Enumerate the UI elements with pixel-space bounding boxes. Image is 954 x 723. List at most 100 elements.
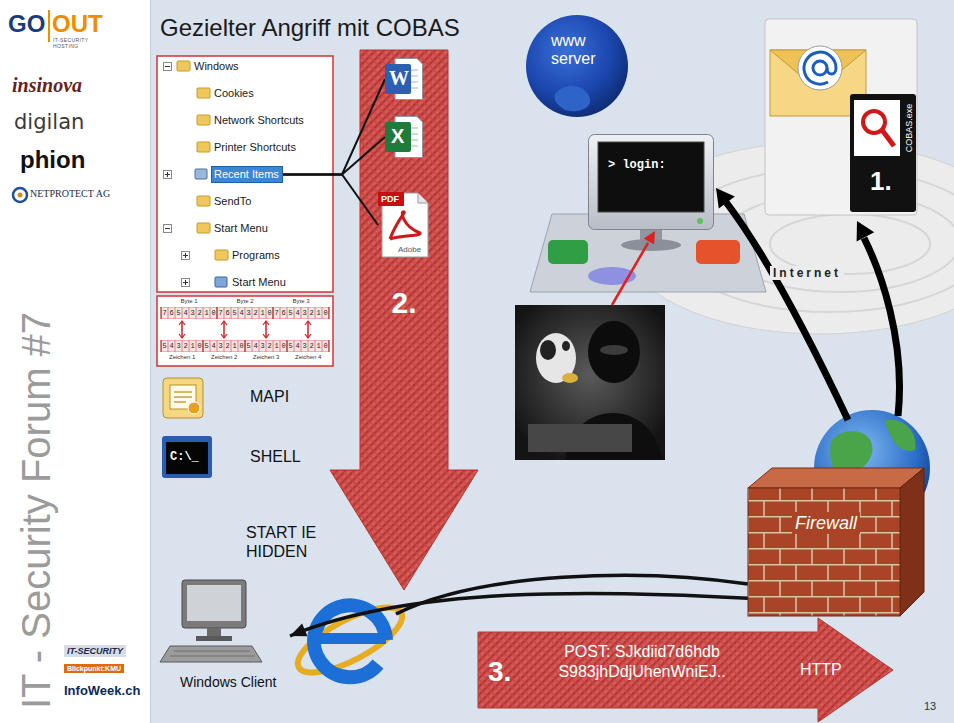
arrowhead xyxy=(290,623,308,636)
tree-panel xyxy=(215,277,227,287)
wall-front xyxy=(748,488,900,616)
hacker-photo xyxy=(562,373,578,383)
highlight-box xyxy=(212,167,283,183)
vertical-banner: IT - Security Forum #7 xyxy=(14,311,59,708)
at-sign xyxy=(813,61,827,75)
server-desk xyxy=(548,240,588,264)
logo-text: OUT xyxy=(52,10,103,38)
pc-monitor xyxy=(182,580,246,628)
executable-window xyxy=(854,100,900,156)
file-name: COBAS.exe xyxy=(904,104,914,153)
mapi-icon xyxy=(188,402,200,414)
bit-index: 76543210 xyxy=(162,308,218,318)
windows-client-pc: Windows Client xyxy=(160,578,290,700)
excel-icon: X xyxy=(385,116,423,158)
network-label: Internet xyxy=(770,266,844,280)
tree-panel xyxy=(183,253,188,258)
logo-subtitle: IT-SECURITY HOSTING xyxy=(53,37,99,49)
document-page xyxy=(382,193,428,257)
shell-icon xyxy=(166,442,208,474)
tree-item-text: Programs xyxy=(232,248,280,262)
word-icon: W xyxy=(385,58,423,100)
shell-icon xyxy=(162,436,212,478)
tree-panel xyxy=(195,169,207,179)
connector xyxy=(283,137,385,175)
logo-text: GO xyxy=(8,10,45,38)
char-caption: Zeichen 2 xyxy=(211,354,237,361)
wall-side xyxy=(900,468,924,616)
tree-item-text: Recent Items xyxy=(214,167,279,181)
app-letter: W xyxy=(389,67,409,89)
firewall-wall-shape xyxy=(748,468,924,616)
globe xyxy=(526,15,628,117)
server-desk xyxy=(696,240,740,264)
connector-line xyxy=(283,79,385,175)
app-letter: X xyxy=(391,125,404,147)
logo-text: phion xyxy=(20,146,85,174)
step-arrow xyxy=(330,50,478,590)
byte-diagram xyxy=(157,296,333,366)
logo-graphics xyxy=(48,10,50,42)
pc-keys xyxy=(170,651,255,656)
logo-text: Blickpunkt:KMU xyxy=(64,664,124,673)
hacker-photo xyxy=(562,341,570,351)
byte-header: Byte 2 xyxy=(237,298,254,305)
email-attachment-icon: 1.COBAS.exe xyxy=(762,16,922,218)
bit-index: 543210 xyxy=(204,341,246,351)
pc-screen xyxy=(187,585,241,621)
tree-panel xyxy=(182,279,190,287)
internet-cloud xyxy=(770,214,930,274)
pc-caption: Windows Client xyxy=(180,674,276,691)
tree-panel xyxy=(164,225,172,233)
traffic-arrow xyxy=(716,188,735,208)
char-caption: Zeichen 3 xyxy=(253,354,279,361)
bit-index: 543210 xyxy=(162,341,204,351)
tree-item-text: Cookies xyxy=(214,86,254,100)
hacker-photo xyxy=(515,305,665,460)
earth-globe xyxy=(885,420,915,451)
logo-text: IT-SECURITY xyxy=(64,645,126,657)
hacker-photo xyxy=(588,321,640,383)
logo-graphics xyxy=(13,10,49,202)
mapi-icon xyxy=(163,378,203,418)
logo-graphics xyxy=(18,193,23,198)
logo-column xyxy=(0,0,150,723)
tree-panel xyxy=(165,228,170,229)
callout-number: 3. xyxy=(488,656,511,688)
traffic-arrow xyxy=(857,221,875,242)
byte-diagram xyxy=(157,296,333,366)
step-note: START IE HIDDEN xyxy=(246,523,332,561)
monitor-frame xyxy=(589,135,714,230)
intrusion-line xyxy=(612,231,655,305)
mapi-icon xyxy=(174,392,192,402)
traffic-arrow xyxy=(864,238,899,416)
logo-text: InfoWeek.ch xyxy=(64,683,140,698)
icon-card xyxy=(765,19,917,215)
wall-top xyxy=(748,468,924,488)
logo-graphics xyxy=(13,188,27,202)
tree-panel xyxy=(165,172,170,177)
login-prompt: > login: xyxy=(608,158,666,172)
power-led xyxy=(697,218,703,224)
arrow-shape xyxy=(478,618,893,722)
tree-panel xyxy=(197,196,210,206)
magnifier xyxy=(863,111,885,133)
icon-caption: SHELL xyxy=(250,448,301,466)
email-attachment-icon-shape xyxy=(762,16,922,218)
hacker-photo xyxy=(540,340,556,360)
bit-index: 543210 xyxy=(288,341,330,351)
icon-caption: MAPI xyxy=(250,388,289,406)
tree-panel xyxy=(177,61,190,71)
server-label: www server xyxy=(551,32,613,68)
tree-item-text: Printer Shortcuts xyxy=(214,140,296,154)
char-caption: Zeichen 4 xyxy=(295,354,321,361)
hacker-photo xyxy=(515,305,665,460)
logo-text: digilan xyxy=(14,110,84,134)
connector xyxy=(283,175,378,226)
column-rule xyxy=(150,0,151,723)
pc-keyboard xyxy=(160,646,262,662)
hacker-photo xyxy=(528,424,632,452)
tree-panel xyxy=(165,66,170,67)
tree-panel xyxy=(215,250,228,260)
